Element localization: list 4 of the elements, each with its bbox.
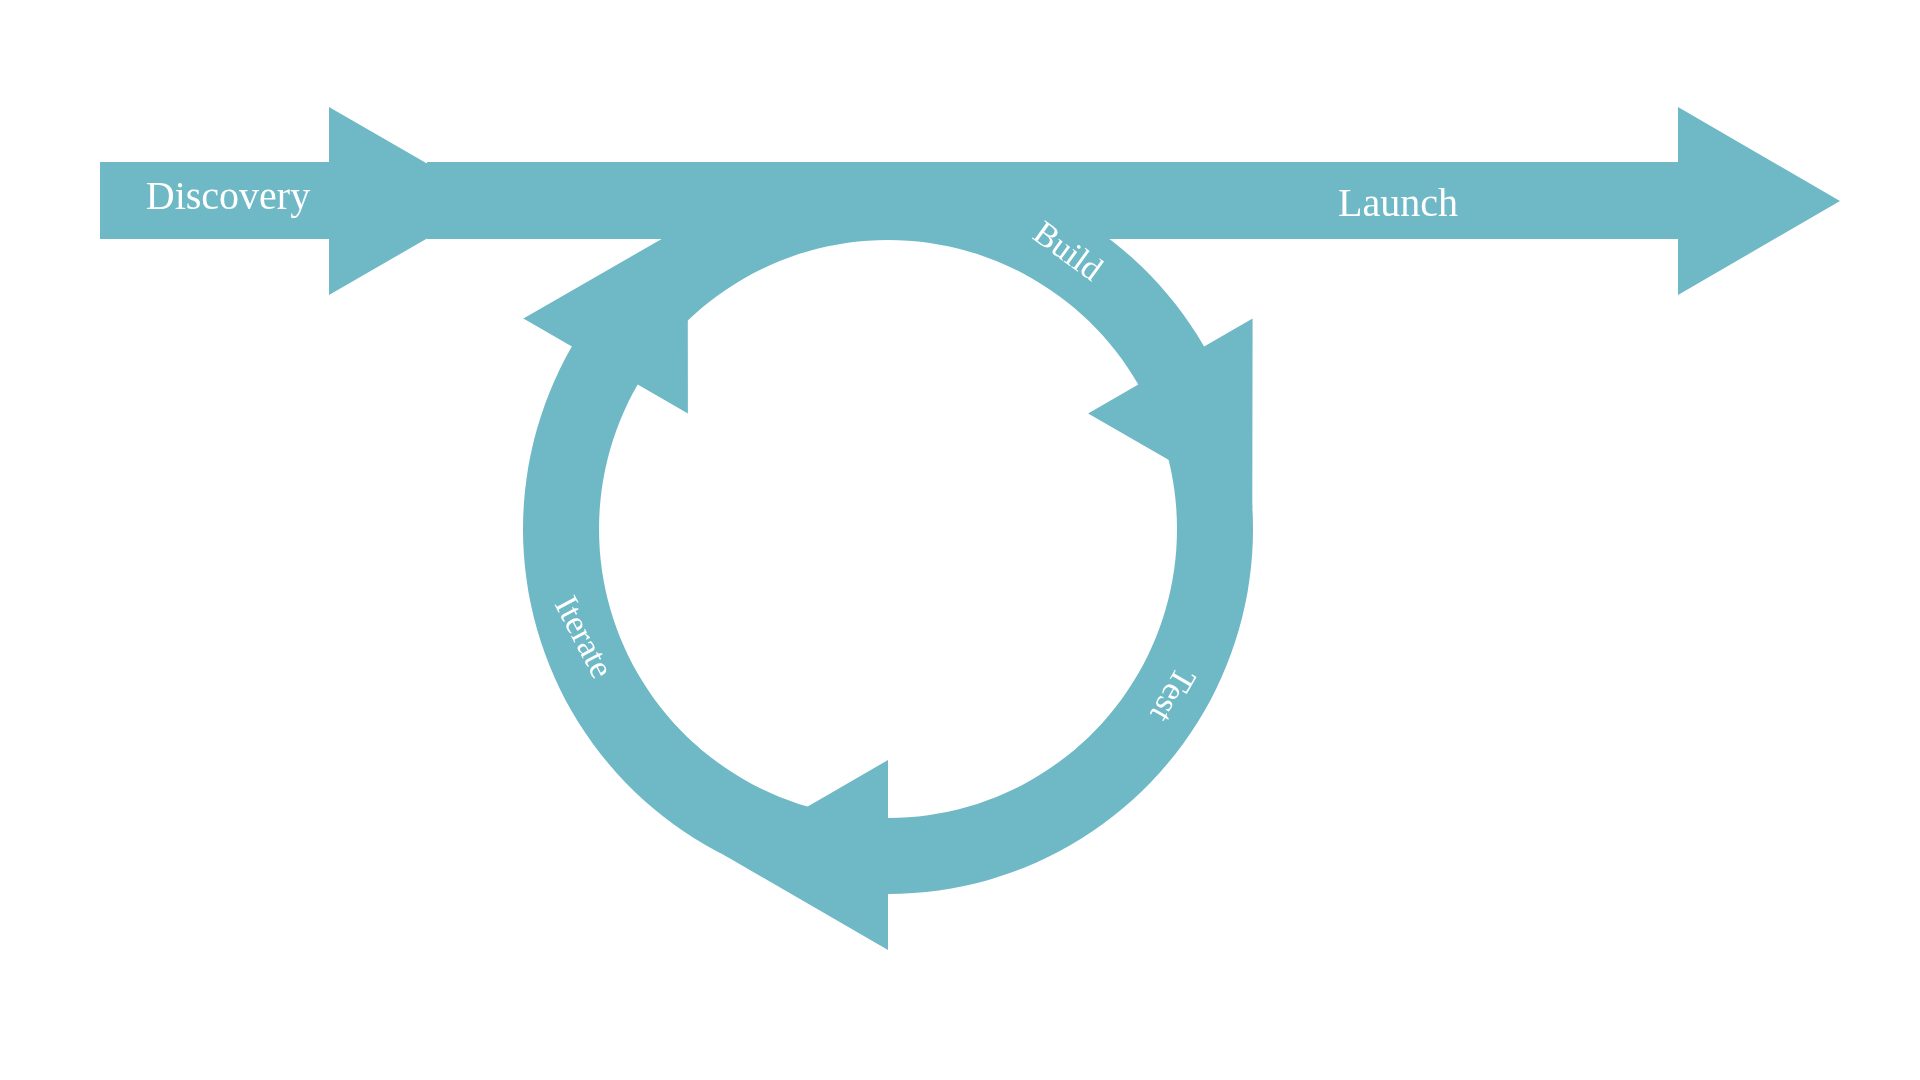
stage-label: Test: [1144, 662, 1202, 728]
stage-label: Iterate: [548, 590, 620, 684]
stage-label: Launch: [1338, 183, 1458, 223]
stage-label: Discovery: [145, 176, 311, 216]
